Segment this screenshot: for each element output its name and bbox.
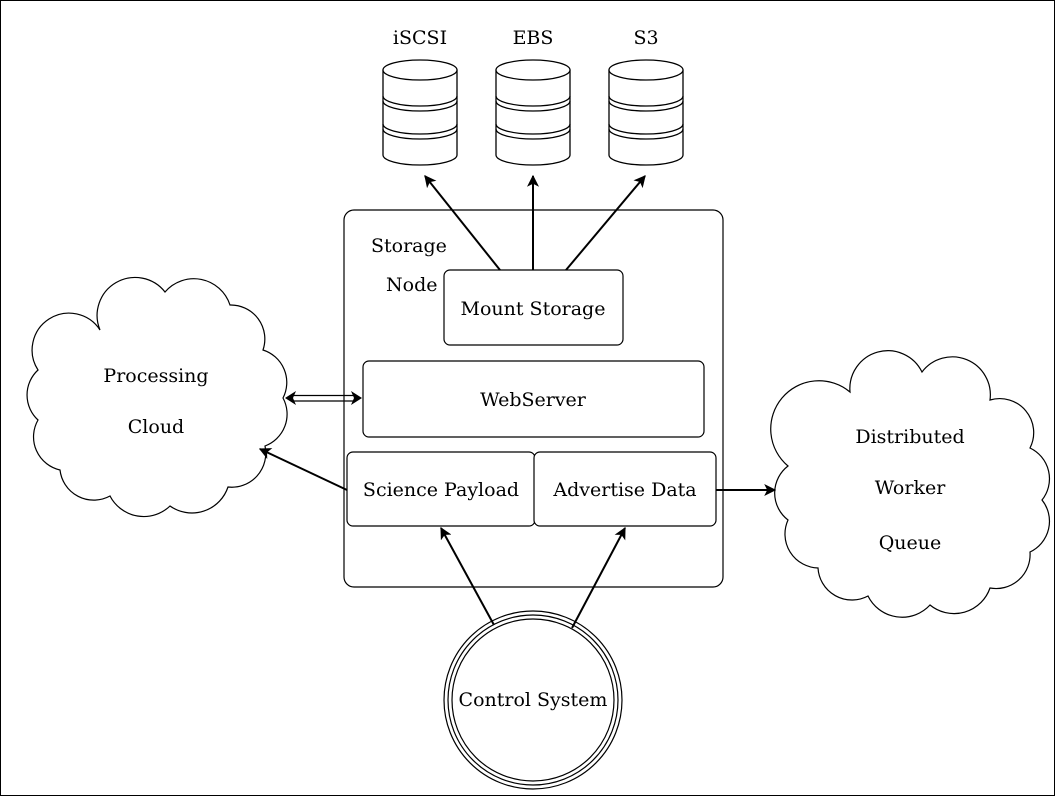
science-payload-box: Science Payload [346,451,536,527]
arrow-payload-to-cloud [258,448,348,491]
advertise-data-box: Advertise Data [533,451,717,527]
processing-cloud-label: Processing [103,365,208,387]
processing-cloud: Processing Cloud [26,276,288,518]
arrow-mount-to-iscsi [424,175,501,271]
arrow-control-to-payload [440,526,495,626]
storage-node-title: Node [386,274,437,296]
mount-storage-box: Mount Storage [443,269,624,346]
database-icon [382,59,458,166]
mount-storage-label: Mount Storage [461,298,606,320]
storage-target-label: EBS [513,27,554,49]
worker-queue-label: Distributed [855,426,964,448]
storage-target-iscsi: iSCSI [382,27,458,166]
arrow-mount-to-s3 [565,175,646,271]
worker-queue-cloud: Distributed Worker Queue [770,350,1051,618]
worker-queue-label: Queue [879,532,942,554]
arrow-control-to-advertise [571,526,626,629]
storage-node-title: Storage [371,235,447,257]
storage-target-label: iSCSI [393,27,447,49]
webserver-label: WebServer [480,389,587,411]
science-payload-label: Science Payload [363,479,519,501]
processing-cloud-label: Cloud [128,416,184,438]
database-icon [608,59,684,166]
link-cloud-webserver [285,391,362,405]
storage-target-label: S3 [633,27,658,49]
worker-queue-label: Worker [875,477,947,499]
control-system-label: Control System [459,689,608,711]
storage-target-s3: S3 [608,27,684,166]
storage-target-ebs: EBS [495,27,571,166]
database-icon [495,59,571,166]
advertise-data-label: Advertise Data [552,479,696,501]
webserver-box: WebServer [362,360,705,438]
control-system-node: Control System [443,610,623,790]
